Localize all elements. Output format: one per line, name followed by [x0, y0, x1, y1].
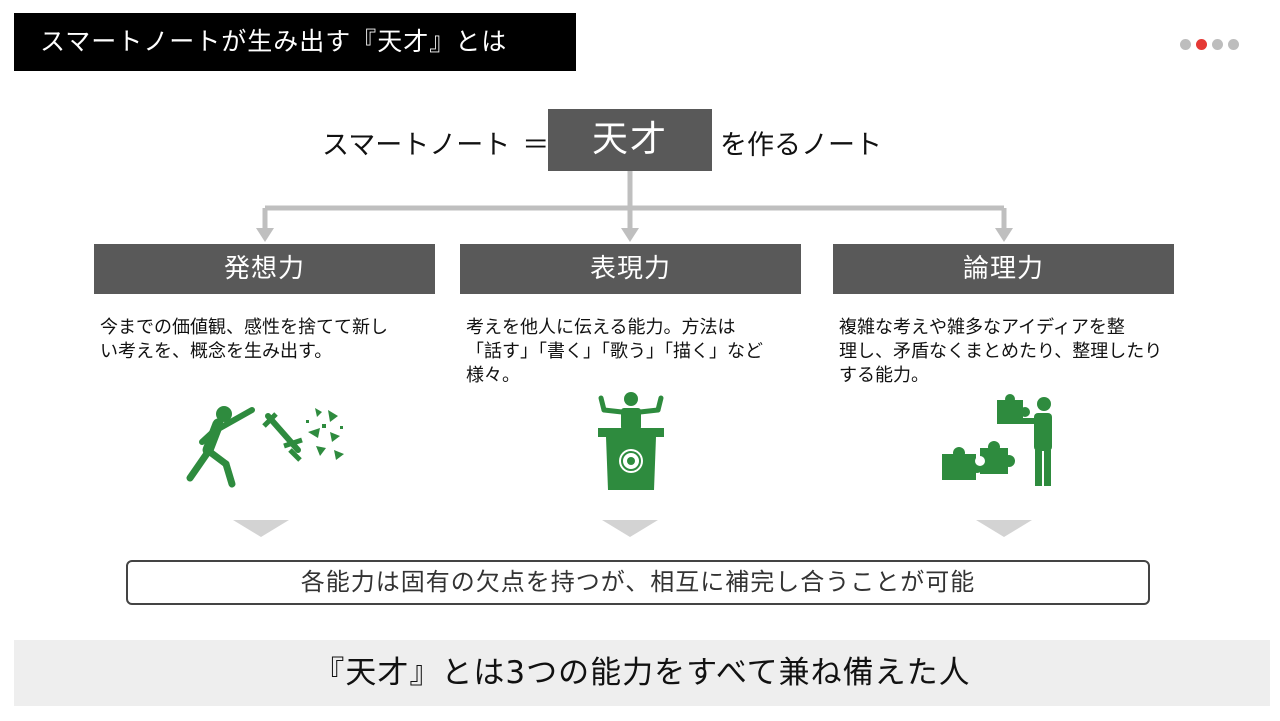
breaking-through-icon	[180, 398, 350, 494]
page-dot[interactable]	[1228, 39, 1239, 50]
arrowhead-right	[995, 228, 1013, 242]
chevron-down-icon	[602, 520, 658, 537]
slide-title: スマートノートが生み出す『天才』とは	[14, 13, 576, 71]
ability-description-hassou: 今までの価値観、感性を捨てて新し い考えを、概念を生み出す。	[100, 316, 450, 364]
description-line: 今までの価値観、感性を捨てて新し	[100, 317, 388, 338]
equation-right-text: を作るノート	[720, 130, 882, 161]
description-line: 考えを他人に伝える能力。方法は	[466, 317, 736, 338]
chevron-down-icon	[976, 520, 1032, 537]
arrowhead-left	[256, 228, 274, 242]
description-line: 複雑な考えや雑多なアイディアを整	[839, 317, 1125, 338]
conclusion-banner: 『天才』とは3つの能力をすべて兼ね備えた人	[14, 640, 1270, 706]
tensai-box: 天才	[548, 109, 712, 171]
podium-speaker-icon	[596, 390, 666, 496]
puzzle-person-icon	[940, 392, 1060, 492]
equals-sign: ＝	[522, 130, 550, 161]
description-line: 理し、矛盾なくまとめたり、整理したり	[839, 341, 1163, 362]
ability-header-hyougen: 表現力	[460, 244, 801, 294]
page-dot[interactable]	[1180, 39, 1191, 50]
equation-left-text: スマートノート	[322, 130, 511, 161]
ability-header-hassou: 発想力	[94, 244, 435, 294]
description-line: い考えを、概念を生み出す。	[100, 341, 333, 362]
arrowhead-center	[621, 228, 639, 242]
equation-left: スマートノート ＝	[322, 126, 549, 166]
ability-description-hyougen: 考えを他人に伝える能力。方法は 「話す」「書く」「歌う」「描く」など様々。	[466, 316, 816, 388]
summary-box: 各能力は固有の欠点を持つが、相互に補完し合うことが可能	[126, 560, 1150, 605]
page-dot[interactable]	[1212, 39, 1223, 50]
ability-description-ronri: 複雑な考えや雑多なアイディアを整 理し、矛盾なくまとめたり、整理したり する能力…	[839, 316, 1189, 388]
chevron-down-icon	[233, 520, 289, 537]
page-dot-active[interactable]	[1196, 39, 1207, 50]
ability-header-ronri: 論理力	[833, 244, 1174, 294]
page-indicator	[1180, 39, 1239, 50]
description-line: する能力。	[839, 365, 929, 386]
description-line: 「話す」「書く」「歌う」「描く」など様々。	[466, 341, 763, 386]
